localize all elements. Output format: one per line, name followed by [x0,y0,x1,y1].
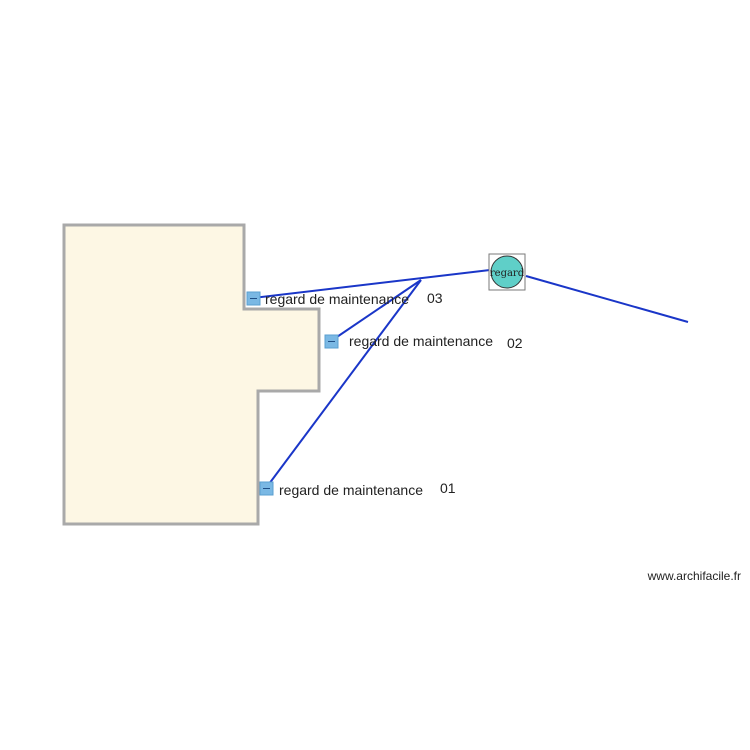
maintenance-number: 02 [507,335,523,351]
regard-circle [490,255,524,289]
maintenance-regard-02[interactable]: regard de maintenance 02 [324,333,523,351]
maintenance-number: 01 [440,480,456,496]
maintenance-regard-03[interactable]: regard de maintenance 03 [246,290,443,307]
regard-label: regard [490,268,525,279]
maintenance-label: regard de maintenance [349,333,493,349]
pipe-segment[interactable] [525,275,689,323]
pipe-segment[interactable] [330,279,422,342]
maintenance-label: regard de maintenance [265,291,409,307]
watermark: www.archifacile.fr [647,569,741,583]
pipe-segment[interactable] [265,279,422,489]
building-outline[interactable] [62,223,321,526]
regard-node[interactable]: regard [488,253,526,291]
maintenance-number: 03 [427,290,443,306]
maintenance-label: regard de maintenance [279,482,423,498]
maintenance-regard-01[interactable]: regard de maintenance 01 [259,480,456,498]
pipe-segment[interactable] [252,269,491,299]
